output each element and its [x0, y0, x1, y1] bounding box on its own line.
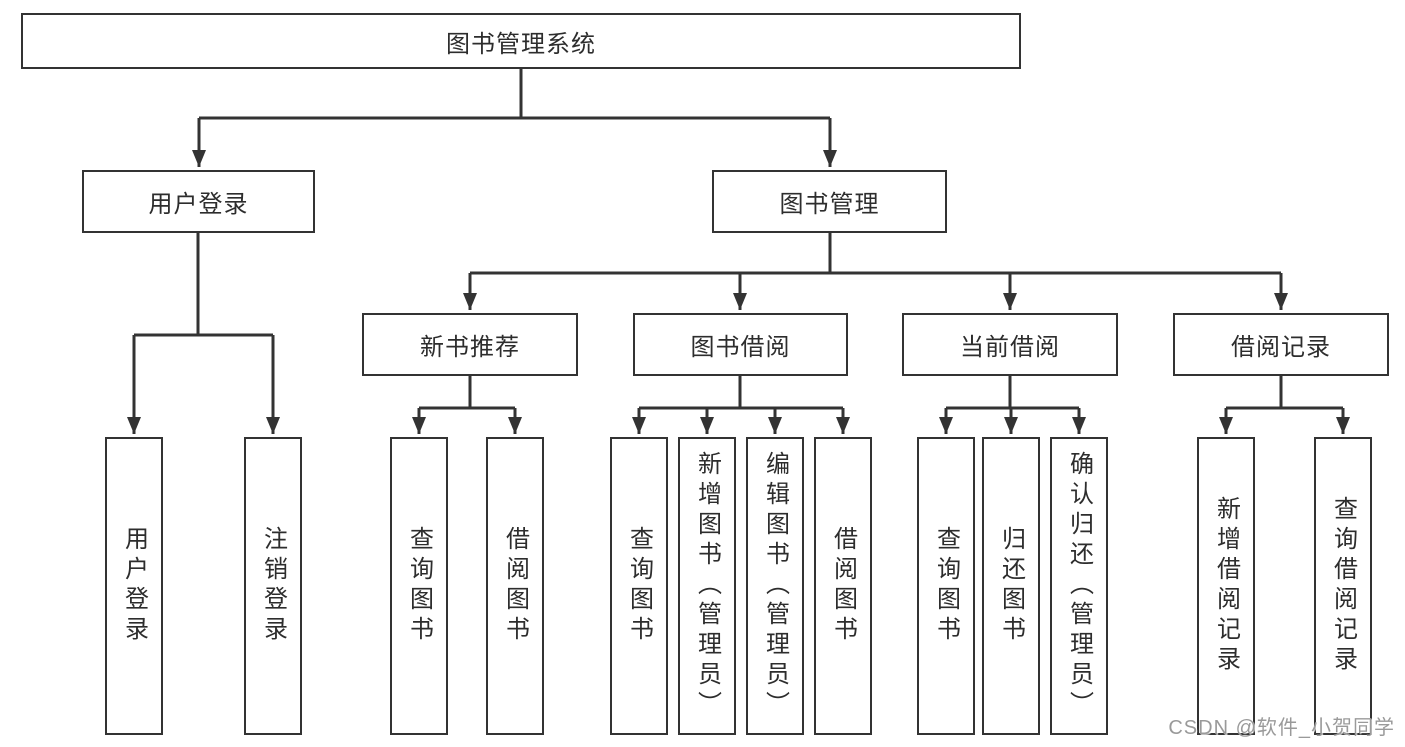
node-leaf-borrow-books-1: 借阅图书	[486, 437, 544, 735]
node-leaf-confirm-return-admin: 确认归还（管理员）	[1050, 437, 1108, 735]
leaf-label: 归还图书	[997, 526, 1025, 646]
node-borrow-records: 借阅记录	[1173, 313, 1389, 376]
leaf-label: 查询图书	[625, 526, 653, 646]
node-leaf-add-book-admin: 新增图书（管理员）	[678, 437, 736, 735]
node-leaf-query-books-1: 查询图书	[390, 437, 448, 735]
leaf-label: 注销登录	[259, 526, 287, 646]
node-leaf-edit-book-admin: 编辑图书（管理员）	[746, 437, 804, 735]
leaf-label: 借阅图书	[501, 526, 529, 646]
leaf-label: 查询图书	[932, 526, 960, 646]
node-leaf-borrow-books-2: 借阅图书	[814, 437, 872, 735]
leaf-label: 确认归还（管理员）	[1065, 451, 1093, 721]
leaf-label: 新增图书（管理员）	[693, 451, 721, 721]
node-book-borrow: 图书借阅	[633, 313, 848, 376]
node-book-management-branch: 图书管理	[712, 170, 947, 233]
leaf-label: 查询图书	[405, 526, 433, 646]
leaf-label: 查询借阅记录	[1329, 496, 1357, 676]
node-leaf-user-login: 用户登录	[105, 437, 163, 735]
node-user-login-branch: 用户登录	[82, 170, 315, 233]
node-leaf-query-books-3: 查询图书	[917, 437, 975, 735]
leaf-label: 借阅图书	[829, 526, 857, 646]
leaf-label: 编辑图书（管理员）	[761, 451, 789, 721]
node-root-system: 图书管理系统	[21, 13, 1021, 69]
watermark-csdn: CSDN @软件_小贺同学	[1168, 717, 1395, 739]
node-leaf-query-books-2: 查询图书	[610, 437, 668, 735]
leaf-label: 新增借阅记录	[1212, 496, 1240, 676]
node-leaf-add-borrow-record: 新增借阅记录	[1197, 437, 1255, 735]
leaf-label: 用户登录	[120, 526, 148, 646]
node-current-borrow: 当前借阅	[902, 313, 1118, 376]
node-new-book-recommend: 新书推荐	[362, 313, 578, 376]
node-leaf-query-borrow-record: 查询借阅记录	[1314, 437, 1372, 735]
node-leaf-return-book: 归还图书	[982, 437, 1040, 735]
node-leaf-logout: 注销登录	[244, 437, 302, 735]
